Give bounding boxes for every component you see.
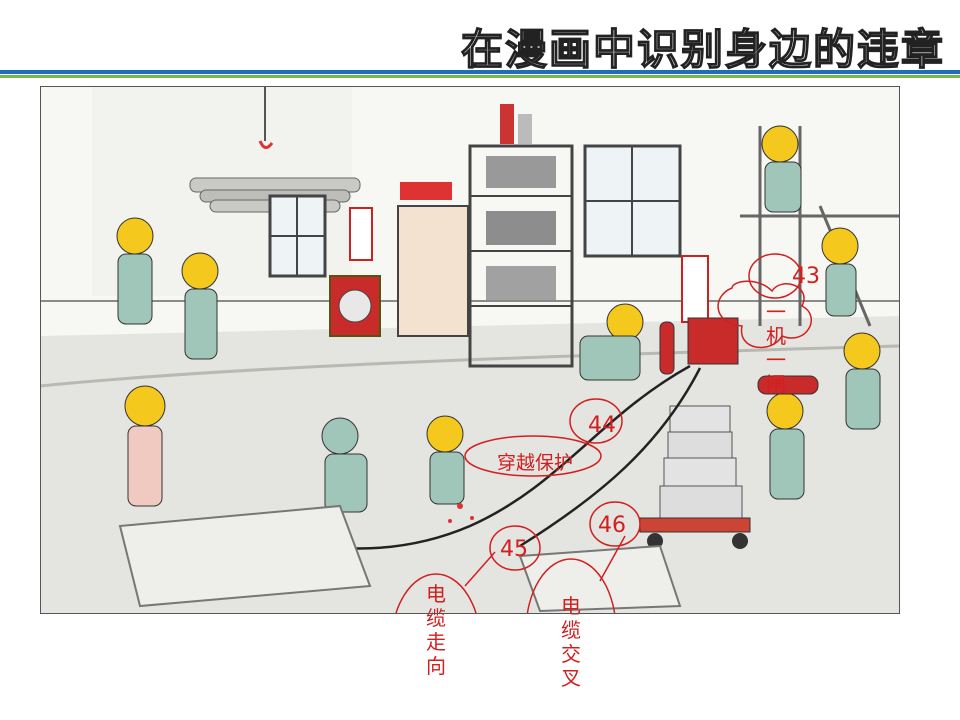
- page-title: 在漫画中识别身边的违章: [460, 24, 945, 74]
- annotation-shapes: [394, 253, 812, 614]
- window-right: [583, 144, 682, 258]
- violation-number-46: 46: [598, 513, 626, 538]
- safety-door: [397, 182, 469, 337]
- window-left: [268, 194, 327, 278]
- title-underline-green: [0, 75, 960, 78]
- label-cable-direction: 电缆走向: [426, 582, 446, 678]
- label-crossing-protection: 穿越保护: [497, 452, 574, 474]
- label-cable-crossing: 电缆交叉: [561, 594, 581, 690]
- worker-walking: [116, 217, 154, 325]
- worker-carrying: [579, 303, 644, 381]
- workers: [116, 125, 881, 513]
- comic-frame: [40, 86, 900, 614]
- label-one-machine-one-gate: 一机一闸: [766, 300, 786, 396]
- box-cart: [639, 405, 751, 549]
- worker-cutting: [321, 417, 368, 513]
- worker-grinding: [426, 415, 465, 505]
- worker-running: [843, 332, 881, 430]
- violation-number-45: 45: [500, 537, 528, 562]
- violation-number-44: 44: [588, 413, 616, 438]
- violation-number-43: 43: [792, 264, 820, 289]
- scaffolding: [740, 126, 900, 327]
- worker-pointing: [181, 252, 219, 360]
- tool-shelf: [468, 104, 574, 368]
- worker-scaffold-top: [761, 125, 802, 213]
- fire-hydrant-cabinet: [329, 207, 381, 337]
- worker-ladder: [821, 227, 859, 317]
- title-underline-blue: [0, 70, 960, 74]
- worker-welding-woman: [124, 385, 166, 507]
- comic-illustration: [40, 86, 900, 614]
- worker-cart: [766, 392, 805, 500]
